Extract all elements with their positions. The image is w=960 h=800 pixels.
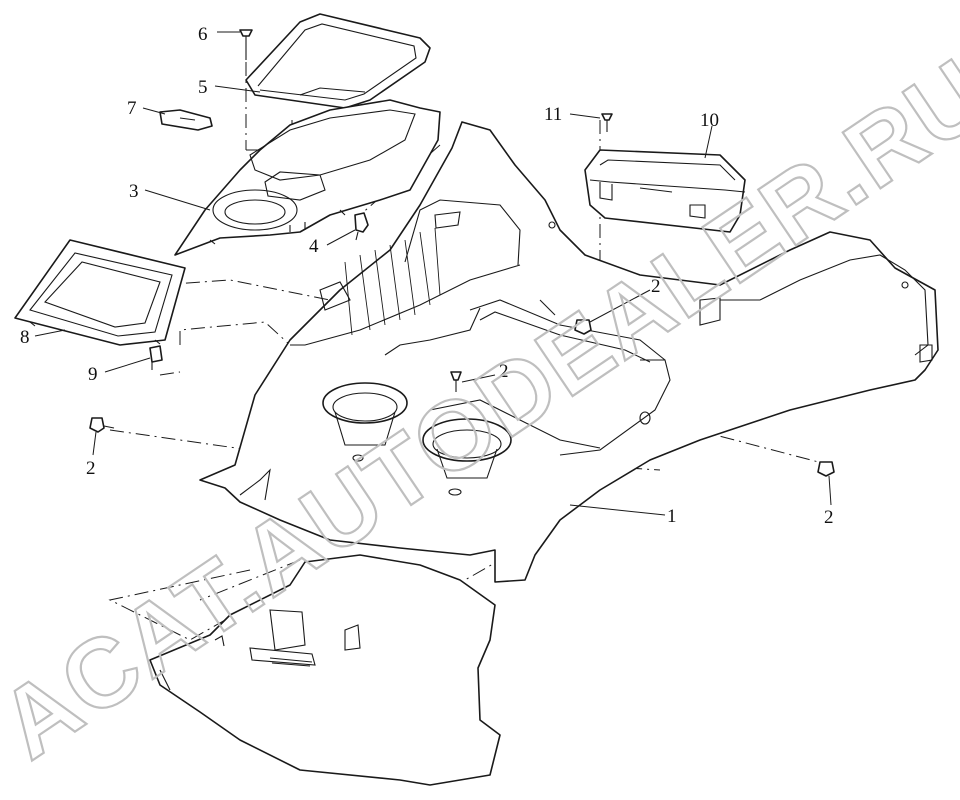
upper-console-panel-3 [174, 99, 441, 256]
fastener-2-centre [450, 371, 462, 392]
callout-7: 7 [127, 98, 137, 119]
main-console-body [199, 121, 939, 583]
fastener-2-upper [574, 319, 592, 335]
callout-2-upper: 2 [651, 276, 661, 297]
callout-2-left: 2 [86, 458, 96, 479]
storage-tray-8 [14, 239, 186, 346]
screw-11 [601, 113, 613, 132]
callout-10: 10 [700, 110, 719, 131]
callout-8: 8 [20, 327, 30, 348]
lower-floor-panel [149, 554, 501, 786]
callout-4: 4 [309, 236, 319, 257]
callout-2-centre: 2 [499, 361, 509, 382]
callout-labels: 6 5 7 3 4 8 9 11 10 2 2 1 2 2 [20, 24, 834, 528]
fastener-2-left [89, 417, 115, 433]
callout-11: 11 [544, 104, 562, 125]
latch-9 [149, 345, 163, 370]
side-pocket-10 [584, 149, 746, 233]
screw-6 [239, 29, 253, 60]
callout-9: 9 [88, 364, 98, 385]
callout-2-right: 2 [824, 507, 834, 528]
bezel-ring-5 [245, 13, 431, 109]
callout-leaders [34, 31, 832, 516]
callout-5: 5 [198, 77, 208, 98]
cover-cap-7 [159, 109, 213, 131]
callout-6: 6 [198, 24, 208, 45]
fastener-2-right [817, 461, 835, 477]
callout-3: 3 [129, 181, 139, 202]
clip-4 [354, 212, 369, 241]
callout-1: 1 [667, 506, 677, 527]
